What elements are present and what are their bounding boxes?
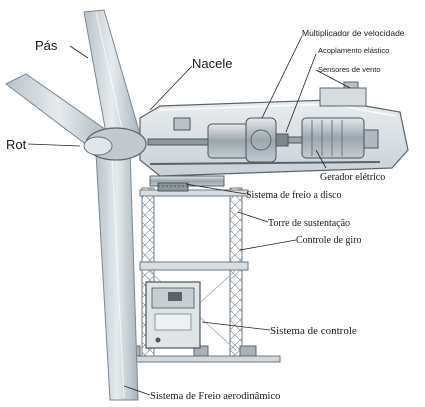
label-multiplicador: Multiplicador de velocidade [302,28,405,38]
label-rotor: Rot [6,137,27,152]
leader-lines [27,35,351,396]
nacelle [139,81,409,177]
label-controle: Sistema de controle [270,325,357,337]
label-freio-aero: Sistema de Freio aerodinâmico [150,391,280,402]
control-cabinet [145,281,201,349]
rotor-blades [5,9,147,401]
label-gerador: Gerador elétrico [320,172,385,183]
label-freio-disco: Sistema de freio a disco [246,190,342,201]
label-nacele: Nacele [192,56,232,71]
label-acoplamento: Acoplamento elástico [318,46,389,55]
label-giro: Controle de giro [296,235,362,246]
label-pas: Pás [35,38,58,53]
label-torre: Torre de sustentação [268,218,350,229]
label-sensores: Sensores de vento [318,65,381,74]
yaw-system [149,175,225,192]
